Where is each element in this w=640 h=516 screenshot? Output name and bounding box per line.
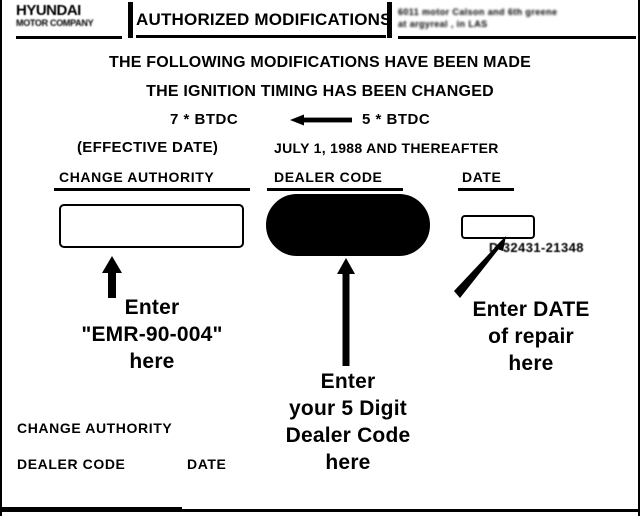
dealer-code-input-box[interactable] <box>266 194 430 256</box>
callout-change-authority-line-2: "EMR-90-004" <box>81 323 223 346</box>
left-arrow-icon <box>290 114 352 126</box>
change-authority-input-box[interactable] <box>59 204 244 248</box>
diagonal-up-right-arrow-icon-date <box>454 236 506 298</box>
callout-date-line-3: here <box>508 352 554 375</box>
header-address-underline <box>398 36 636 39</box>
header-address: 6011 motor Calson and 6th greene at argy… <box>398 6 638 30</box>
field-heading-dealer-code: DEALER CODE <box>274 169 383 185</box>
header-address-line-2: at argyreal , in LAS <box>398 19 488 29</box>
logo-underline <box>16 36 122 39</box>
effective-date-value: JULY 1, 1988 AND THEREAFTER <box>274 140 499 156</box>
header-address-line-1: 6011 motor Calson and 6th greene <box>398 7 558 17</box>
header-title-underline <box>136 35 386 38</box>
page-bottom-border-thick <box>2 507 182 511</box>
label-header: HYUNDAI MOTOR COMPANY AUTHORIZED MODIFIC… <box>2 0 638 42</box>
header-title: AUTHORIZED MODIFICATIONS <box>136 10 392 29</box>
up-arrow-icon-dealer-code <box>337 258 355 366</box>
callout-change-authority-line-3: here <box>129 350 175 373</box>
callout-change-authority: Enter "EMR-90-004" here <box>50 294 254 375</box>
statement-line-1: THE FOLLOWING MODIFICATIONS HAVE BEEN MA… <box>108 54 532 71</box>
logo-wordmark: HYUNDAI <box>16 2 81 19</box>
field-heading-date: DATE <box>462 169 502 185</box>
callout-dealer-code-line-1: Enter <box>320 370 376 393</box>
logo-subtext: MOTOR COMPANY <box>16 18 94 28</box>
field-rule-dealer-code <box>267 188 403 191</box>
callout-change-authority-line-1: Enter <box>124 296 180 319</box>
callout-date-line-2: of repair <box>488 325 574 348</box>
date-input-box[interactable] <box>461 215 535 239</box>
field-heading-change-authority: CHANGE AUTHORITY <box>59 169 215 185</box>
up-arrow-icon-change-authority <box>102 256 122 298</box>
callout-date: Enter DATE of repair here <box>442 296 620 377</box>
form-number: D 32431-21348 <box>489 240 584 255</box>
legend-dealer-code: DEALER CODE <box>17 456 126 472</box>
field-rule-date <box>458 188 514 191</box>
effective-date-label: (EFFECTIVE DATE) <box>77 139 219 156</box>
legend-change-authority: CHANGE AUTHORITY <box>17 420 173 436</box>
hyundai-logo: HYUNDAI MOTOR COMPANY <box>16 3 124 29</box>
legend-date: DATE <box>187 456 227 472</box>
callout-dealer-code-line-3: Dealer Code <box>285 424 411 447</box>
header-divider-left <box>128 2 133 38</box>
callout-dealer-code: Enter your 5 Digit Dealer Code here <box>260 368 436 476</box>
statement-line-2: THE IGNITION TIMING HAS BEEN CHANGED <box>146 83 494 100</box>
timing-new-value: 5 * BTDC <box>362 111 431 128</box>
timing-old-value: 7 * BTDC <box>170 111 239 128</box>
callout-dealer-code-line-4: here <box>325 451 371 474</box>
callout-date-line-1: Enter DATE <box>472 298 590 321</box>
field-rule-change-authority <box>54 188 250 191</box>
page-bottom-border <box>2 509 638 512</box>
callout-dealer-code-line-2: your 5 Digit <box>289 397 407 420</box>
header-divider-right <box>387 2 392 38</box>
